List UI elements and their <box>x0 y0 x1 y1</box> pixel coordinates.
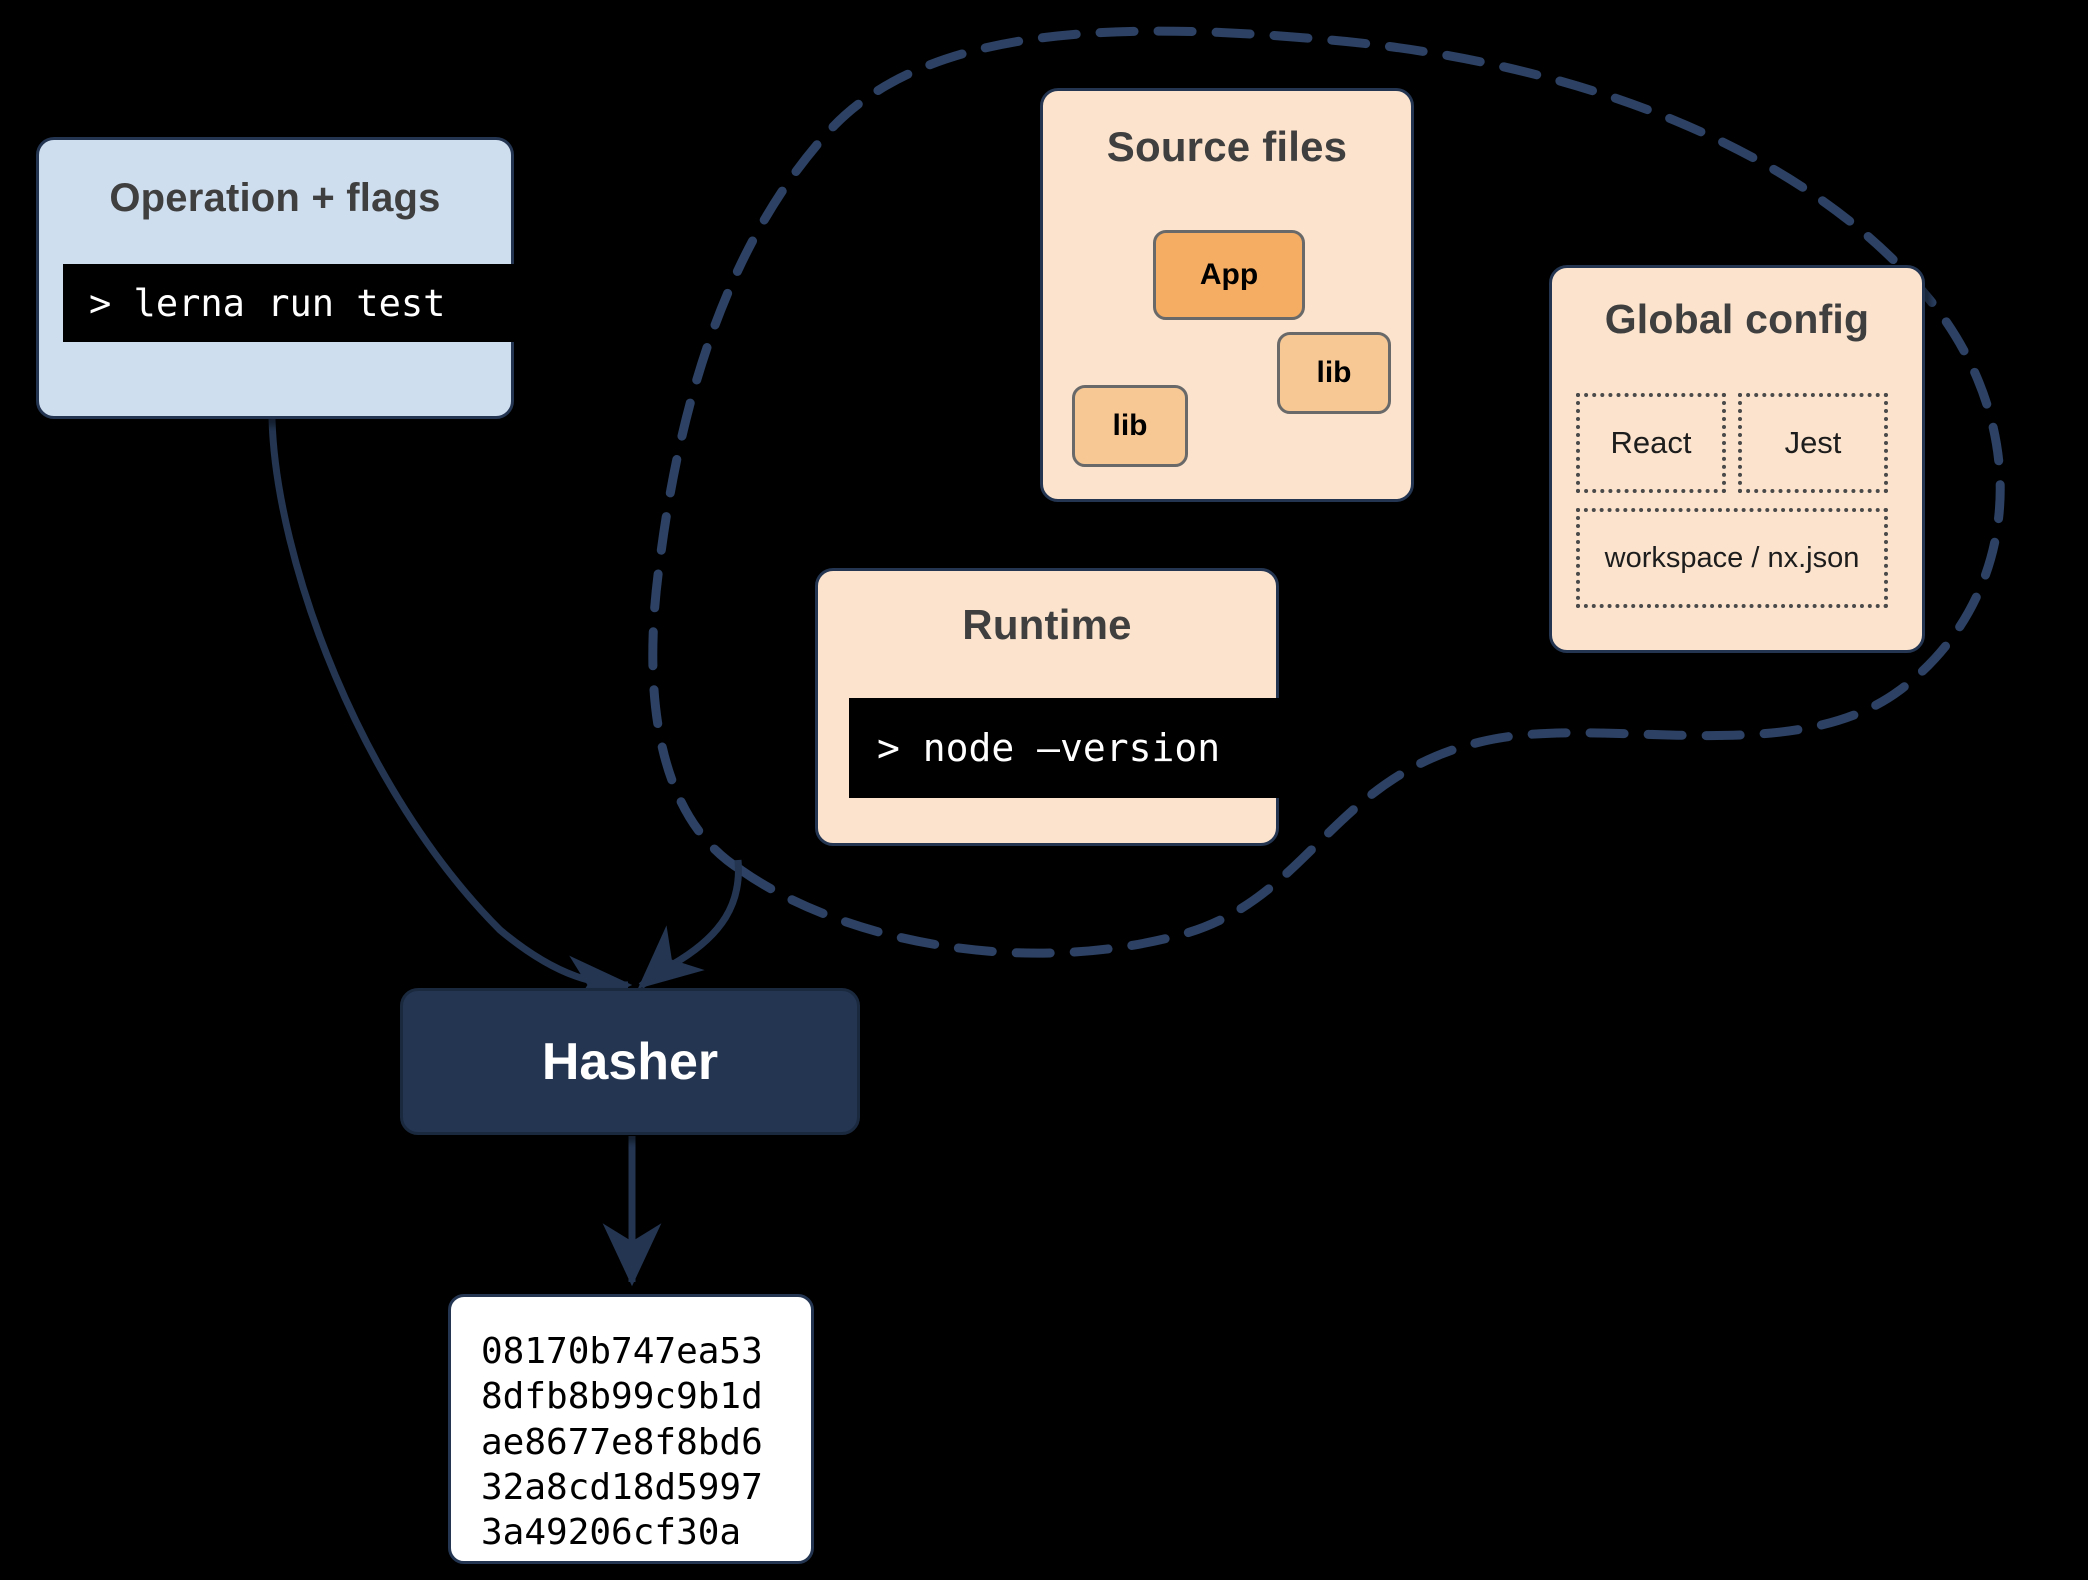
hasher-label: Hasher <box>541 1032 719 1091</box>
runtime-command-terminal[interactable]: > node –version <box>849 698 1281 798</box>
source-node-app[interactable]: App <box>1153 230 1305 320</box>
hash-output-text: 08170b747ea53 8dfb8b99c9b1d ae8677e8f8bd… <box>481 1331 763 1554</box>
source-node-lib-left[interactable]: lib <box>1072 385 1188 467</box>
runtime-card[interactable]: Runtime > node –version <box>815 568 1281 846</box>
operation-flags-title: Operation + flags <box>109 176 441 220</box>
global-config-cell-jest[interactable]: Jest <box>1738 393 1888 493</box>
source-files-card[interactable]: Source files App lib lib <box>1040 88 1414 502</box>
global-config-cell-workspace[interactable]: workspace / nx.json <box>1576 508 1888 608</box>
operation-command-terminal[interactable]: > lerna run test <box>63 264 519 342</box>
edge-operation-to-hasher <box>268 418 633 1015</box>
edge-inputs-to-hasher <box>637 859 742 989</box>
source-files-title: Source files <box>1106 123 1348 170</box>
global-config-cell-react[interactable]: React <box>1576 393 1726 493</box>
global-config-title: Global config <box>1604 296 1870 342</box>
hash-output-card[interactable]: 08170b747ea53 8dfb8b99c9b1d ae8677e8f8bd… <box>448 1294 814 1564</box>
global-config-card[interactable]: Global config React Jest workspace / nx.… <box>1549 265 1925 653</box>
runtime-title: Runtime <box>962 601 1132 648</box>
hasher-card[interactable]: Hasher <box>400 988 860 1135</box>
operation-flags-card[interactable]: Operation + flags > lerna run test <box>36 137 519 419</box>
source-node-lib-right[interactable]: lib <box>1277 332 1391 414</box>
